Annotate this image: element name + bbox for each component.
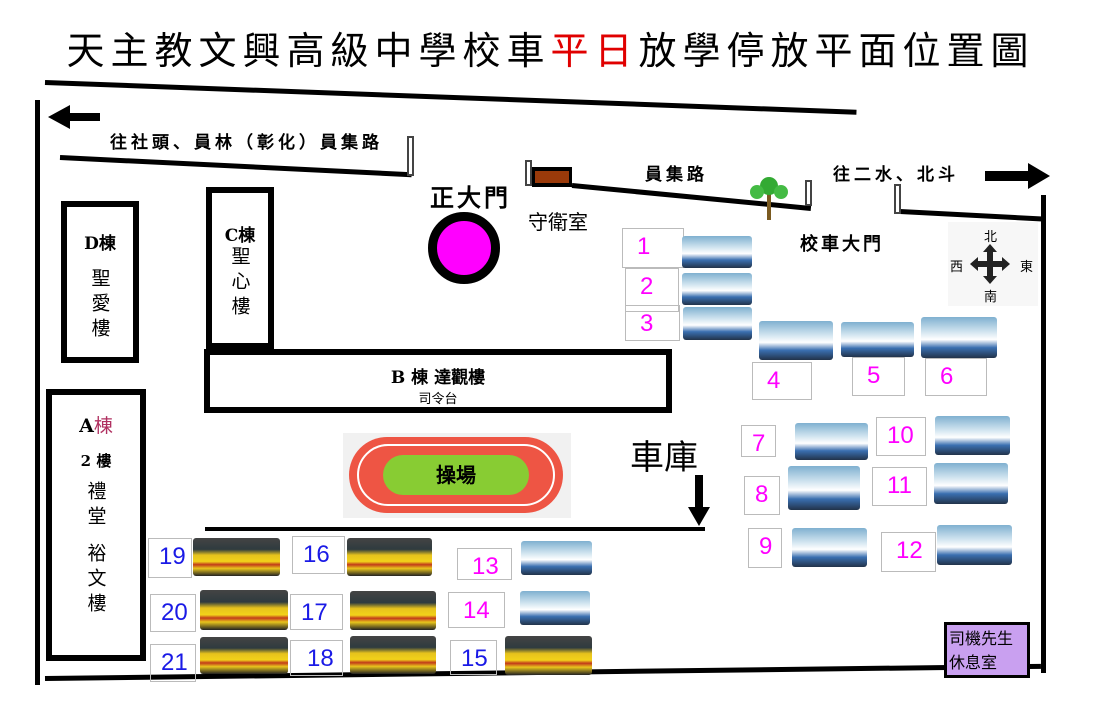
- east-wall: [1041, 195, 1046, 673]
- arrow-right-icon: [985, 163, 1051, 193]
- slot-number: 9: [748, 528, 782, 568]
- bus-image: [795, 423, 868, 460]
- main-gate-label: 正大門: [430, 183, 511, 212]
- compass-south: 南: [984, 290, 998, 305]
- building-d-sub: 聖愛樓: [88, 268, 111, 343]
- guard-room-label: 守衛室: [528, 210, 588, 234]
- slot-number: 1: [622, 228, 684, 268]
- slot-number: 3: [625, 305, 680, 341]
- building-d-name: D棟: [84, 234, 116, 254]
- compass: 北 南 西 東: [948, 222, 1038, 306]
- bus-image: [193, 538, 280, 576]
- slot-number: 7: [741, 425, 776, 457]
- bus-image: [934, 463, 1008, 504]
- slot-number: 20: [150, 594, 196, 632]
- title-rest: 放學停放平面位置圖: [638, 29, 1035, 73]
- slot-number: 8: [744, 476, 780, 515]
- bus-image: [841, 322, 914, 357]
- bus-image: [921, 317, 997, 358]
- title-main: 天主教文興高級中學校車: [66, 29, 551, 73]
- garage-label: 車庫: [630, 438, 698, 478]
- slot-number: 16: [292, 536, 345, 574]
- arrow-down-icon: [688, 475, 710, 531]
- west-wall: [35, 100, 40, 685]
- road-label-middle: 員集路: [645, 165, 708, 185]
- gate-post: [407, 136, 414, 176]
- garage-line: [205, 527, 705, 531]
- arrow-left-icon: [48, 105, 103, 134]
- bus-image: [792, 528, 867, 567]
- building-c-name: C棟: [224, 226, 256, 246]
- field-label: 操場: [383, 455, 529, 495]
- bus-image: [350, 591, 436, 630]
- slot-number: 12: [881, 532, 936, 572]
- slot-number: 17: [290, 594, 343, 630]
- road-label-east: 往二水、北斗: [833, 165, 959, 185]
- gate-post: [525, 160, 532, 186]
- bus-image: [350, 636, 436, 674]
- building-a-sub: 裕文樓: [84, 543, 107, 618]
- slot-number: 18: [290, 640, 343, 676]
- slot-number: 4: [752, 362, 812, 400]
- building-a: A棟 2 樓 禮堂 裕文樓: [46, 389, 146, 661]
- bus-image: [347, 538, 432, 576]
- bus-image: [200, 637, 288, 674]
- bus-image: [788, 466, 860, 510]
- gate-post: [805, 180, 812, 206]
- bus-image: [520, 591, 590, 625]
- compass-east: 東: [1020, 260, 1034, 275]
- compass-north: 北: [984, 230, 998, 245]
- road-edge-top: [44, 80, 857, 115]
- bus-image: [682, 273, 752, 305]
- gate-post: [894, 184, 901, 214]
- podium-label: 司令台: [418, 392, 458, 407]
- fountain-circle: [428, 212, 500, 284]
- building-b-name: B 棟 達觀樓: [390, 368, 486, 388]
- road-label-west: 往社頭、員林（彰化）員集路: [110, 133, 383, 153]
- bus-gate-label: 校車大門: [800, 234, 884, 255]
- page-title: 天主教文興高級中學校車平日放學停放平面位置圖: [0, 20, 1101, 75]
- tree-icon: [745, 172, 795, 226]
- slot-number: 5: [852, 357, 905, 396]
- building-c-sub: 聖心樓: [228, 246, 251, 321]
- bus-image: [505, 636, 592, 675]
- bus-image: [682, 236, 752, 268]
- bus-image: [521, 541, 592, 575]
- title-highlight: 平日: [550, 29, 639, 73]
- bus-image: [200, 590, 288, 630]
- compass-arrows-icon: [970, 244, 1010, 284]
- bus-image: [935, 416, 1010, 455]
- building-a-letter: A: [79, 415, 94, 437]
- building-a-hall: 禮堂: [84, 481, 107, 531]
- bus-image: [759, 321, 833, 360]
- north-wall-east: [899, 209, 1045, 222]
- slot-number: 15: [450, 640, 497, 675]
- building-a-char: 棟: [93, 415, 113, 437]
- building-a-floor: 2 樓: [80, 452, 112, 470]
- slot-number: 13: [457, 548, 512, 580]
- slot-number: 10: [876, 417, 926, 456]
- compass-west: 西: [950, 260, 964, 275]
- bus-image: [937, 525, 1012, 565]
- building-d: D棟 聖愛樓: [61, 201, 139, 363]
- building-b: B 棟 達觀樓 司令台: [204, 349, 672, 413]
- slot-number: 6: [925, 358, 987, 396]
- building-c: C棟 聖心樓: [206, 187, 274, 349]
- slot-number: 21: [150, 644, 196, 682]
- driver-room: 司機先生休息室: [944, 622, 1030, 678]
- north-wall-west: [59, 155, 412, 178]
- slot-number: 11: [872, 467, 927, 506]
- slot-number: 2: [625, 268, 679, 312]
- sports-field: 操場: [343, 433, 571, 518]
- slot-number: 14: [448, 592, 505, 628]
- guard-house: [532, 167, 572, 187]
- slot-number: 19: [148, 538, 192, 578]
- bus-image: [683, 307, 752, 340]
